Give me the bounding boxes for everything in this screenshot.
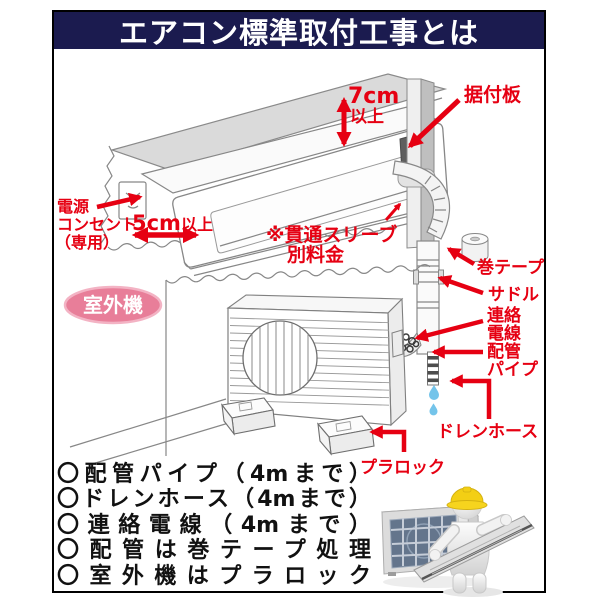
carried-indoor-unit [413, 515, 535, 583]
tape-arrow [446, 247, 476, 266]
saddle-arrow [437, 275, 484, 296]
drain-hose-label: ドレンホース [437, 422, 538, 442]
outdoor-unit-scene [69, 264, 431, 465]
checklist-item-tape: 〇配管は巻テープ処理 [57, 538, 371, 564]
checklist-item-plalock: 〇室外機はプラロック [57, 563, 371, 589]
badge-label: 室外機 [83, 293, 143, 317]
drain-hose-end [427, 351, 439, 386]
water-drops [429, 385, 439, 416]
clearance-side-label: 5cm以上 [132, 211, 213, 235]
page-title: エアコン標準取付工事とは [118, 15, 479, 50]
saddle-label: サドル [488, 285, 539, 305]
outdoor-ac-unit [226, 294, 407, 427]
worker-figurine-illustration [381, 486, 535, 597]
title-bar: エアコン標準取付工事とは [54, 12, 544, 50]
annotations: 7cm 以上 据付板 電源 コンセント （専用） 5cm以上 ※貫通スリーブ 別… [55, 83, 545, 478]
svg-text:パイプ: パイプ [487, 359, 539, 380]
tape-label: 巻テープ [476, 257, 545, 278]
svg-text:電線: 電線 [487, 323, 521, 344]
checklist-item-drain: 〇ドレンホース（4mまで） [57, 487, 371, 513]
fan-grille [242, 320, 318, 396]
wire-label: 連絡 [487, 305, 522, 326]
svg-text:コンセント: コンセント [57, 215, 137, 234]
indoor-unit-scene [98, 73, 449, 277]
clearance-top-label: 7cm [348, 84, 399, 109]
checklist-item-wire: 〇連絡電線（4mまで） [57, 512, 371, 538]
figurine-worker [413, 486, 535, 594]
sleeve-pointer [384, 202, 402, 221]
wall-pillar [406, 78, 435, 249]
checklist: 〇配管パイプ（4mまで） 〇ドレンホース（4mまで） 〇連絡電線（4mまで） 〇… [57, 462, 371, 589]
pla-lock-blocks [221, 397, 375, 456]
lower-wall-torn-edge [165, 264, 431, 284]
pla-lock-leader [369, 425, 407, 452]
indoor-ac-unit [140, 105, 449, 277]
wire-arrow [414, 318, 484, 342]
outdoor-unit-badge: 室外機 [63, 285, 163, 325]
ceiling [109, 73, 448, 171]
service-panel [391, 329, 404, 358]
sleeve-label: ※貫通スリーブ [266, 223, 397, 246]
mounting-plate-label: 据付板 [464, 83, 522, 106]
mounting-plate-arrow [407, 98, 461, 149]
power-outlet-arrow [96, 192, 143, 210]
drain-hose-leader [449, 374, 492, 419]
pla-lock-label: プラロック [360, 457, 445, 478]
svg-text:別料金: 別料金 [287, 243, 345, 266]
power-outlet-label: 電源 [57, 197, 89, 216]
hard-hat-icon [446, 486, 488, 510]
svg-text:以上: 以上 [350, 107, 384, 127]
wall-torn-edge-left [98, 145, 115, 247]
checklist-item-pipe: 〇配管パイプ（4mまで） [57, 462, 371, 487]
svg-text:（専用）: （専用） [55, 233, 119, 252]
pipe-label: 配管 [487, 341, 521, 362]
